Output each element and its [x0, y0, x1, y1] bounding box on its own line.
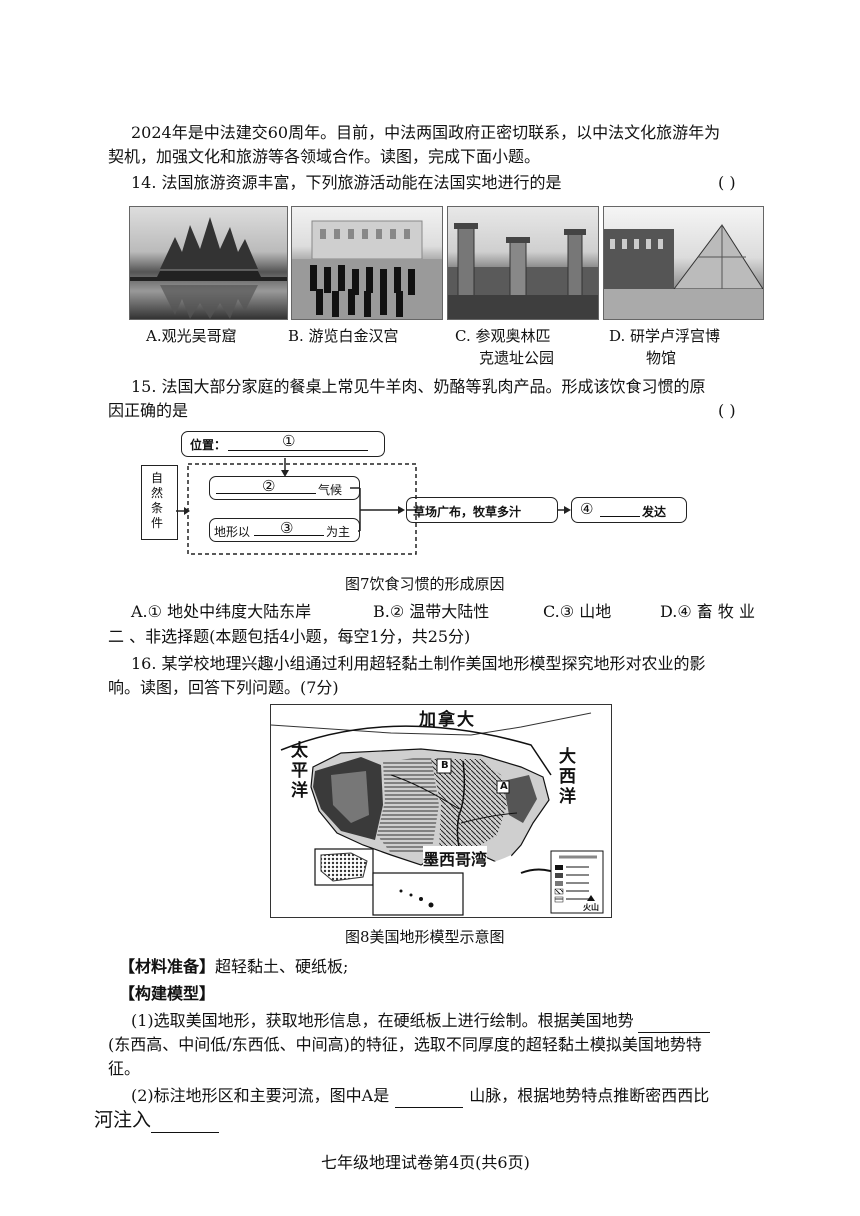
terrain-suffix: 为主: [326, 525, 351, 539]
buckingham-palace-photo: [291, 206, 443, 320]
q16-part2-text-a: (2)标注地形区和主要河流，图中A是: [131, 1086, 390, 1105]
intro-line-1: 2024年是中法建交60周年。目前，中法两国政府正密切联系，以中法文化旅游年为: [131, 123, 721, 142]
materials-tag: 【材料准备】: [119, 957, 216, 976]
grassland-text: 草场广布，牧草多汁: [413, 505, 522, 519]
q15-option-b: B.② 温带大陆性: [373, 602, 490, 621]
pacific-char-2: 平: [291, 761, 308, 781]
q16-part2-text-b: 山脉，根据地势特点推断密西西比: [469, 1086, 710, 1105]
q16-part1-line1: (1)选取美国地形，获取地形信息，在硬纸板上进行绘制。根据美国地势: [131, 1010, 710, 1033]
natural-conditions-label: 自然条件: [151, 471, 164, 530]
map-label-atlantic: 大 西 洋: [559, 747, 576, 807]
atlantic-char-1: 大: [559, 747, 576, 767]
developed-marker-4: ④: [580, 500, 594, 518]
climate-blank: [216, 493, 316, 494]
pacific-char-3: 洋: [291, 781, 308, 801]
figure8-caption: 图8美国地形模型示意图: [345, 928, 505, 946]
page-footer: 七年级地理试卷第4页(共6页): [321, 1153, 530, 1172]
q15-option-c: C.③ 山地: [543, 602, 612, 621]
q14-option-c-line2: 克遗址公园: [479, 349, 555, 367]
developed-blank: [600, 516, 640, 517]
terrain-blank: [254, 535, 324, 536]
q16-blank-3[interactable]: [151, 1108, 220, 1133]
q14-option-c-line1: C. 参观奥林匹: [455, 327, 551, 345]
q16-part1-text: (1)选取美国地形，获取地形信息，在硬纸板上进行绘制。根据美国地势: [131, 1011, 634, 1030]
q16-stem-line2: 响。读图，回答下列问题。(7分): [108, 678, 339, 697]
position-label: 位置：: [190, 438, 227, 452]
q14-option-b: B. 游览白金汉宫: [288, 327, 399, 345]
build-tag: 【构建模型】: [119, 984, 216, 1003]
map-label-gulf: 墨西哥湾: [423, 846, 488, 870]
q16-part2-line2: 河注入: [94, 1108, 220, 1133]
q15-stem-line2: 因正确的是: [108, 401, 189, 420]
q15-option-a: A.① 地处中纬度大陆东岸: [131, 602, 312, 621]
map-legend-volcano: 火山: [583, 903, 599, 912]
q16-blank-1[interactable]: [637, 1010, 710, 1033]
intro-line-2: 契机，加强文化和旅游等各领域合作。读图，完成下面小题。: [108, 147, 541, 166]
climate-box: ② 气候: [209, 476, 360, 500]
angkor-wat-illustration: [130, 217, 287, 319]
q15-stem-line1: 15. 法国大部分家庭的餐桌上常见牛羊肉、奶酪等乳肉产品。形成该饮食习惯的原: [131, 377, 706, 396]
grassland-box: 草场广布，牧草多汁: [406, 497, 558, 523]
q14-option-d-line2: 物馆: [646, 349, 677, 367]
terrain-prefix: 地形以: [214, 525, 251, 539]
position-box: 位置： ①: [181, 431, 385, 457]
q14-answer-bracket: ( ): [718, 173, 736, 192]
olympia-ruins-illustration: [448, 223, 598, 319]
atlantic-char-2: 西: [559, 767, 576, 787]
louvre-photo: [603, 206, 764, 320]
map-label-b: B: [441, 760, 449, 771]
climate-marker-2: ②: [262, 477, 276, 495]
atlantic-char-3: 洋: [559, 787, 576, 807]
olympia-ruins-photo: [447, 206, 599, 320]
map-label-pacific: 太 平 洋: [291, 741, 308, 801]
developed-box: ④ 发达: [571, 497, 687, 523]
map-label-canada: 加拿大: [419, 710, 476, 730]
q16-part2-line1: (2)标注地形区和主要河流，图中A是 山脉，根据地势特点推断密西西比: [131, 1085, 709, 1108]
map-label-a: A: [500, 781, 508, 792]
us-terrain-map: 加拿大 太 平 洋 大 西 洋 B A 墨西哥湾 火山: [270, 704, 612, 918]
q14-stem: 14. 法国旅游资源丰富，下列旅游活动能在法国实地进行的是: [131, 173, 562, 192]
position-blank: [228, 450, 368, 451]
q15-option-d: D.④ 畜 牧 业: [660, 602, 755, 621]
position-marker-1: ①: [282, 432, 296, 450]
q16-blank-2[interactable]: [395, 1085, 464, 1108]
q15-answer-bracket: ( ): [718, 401, 736, 420]
materials-text: 超轻黏土、硬纸板;: [215, 957, 349, 976]
q14-option-a: A.观光吴哥窟: [146, 327, 237, 345]
buckingham-palace-illustration: [292, 220, 442, 319]
q16-stem-line1: 16. 某学校地理兴趣小组通过利用超轻黏土制作美国地形模型探究地形对农业的影: [131, 654, 706, 673]
developed-text: 发达: [642, 505, 667, 519]
q16-part1-line2: (东西高、中间低/东西低、中间高)的特征，选取不同厚度的超轻黏土模拟美国地势特: [108, 1035, 702, 1054]
pacific-char-1: 太: [291, 741, 308, 761]
us-map-illustration: [271, 712, 604, 916]
climate-suffix: 气候: [318, 483, 343, 497]
diagram-connectors: [176, 458, 571, 555]
q14-option-d-line1: D. 研学卢浮宫博: [609, 327, 721, 345]
section2-heading: 二 、非选择题(本题包括4小题，每空1分，共25分): [108, 627, 471, 646]
angkor-wat-photo: [129, 206, 288, 320]
louvre-illustration: [604, 224, 763, 319]
terrain-box: 地形以 ③ 为主: [209, 518, 360, 542]
materials-line: 【材料准备】超轻黏土、硬纸板;: [119, 956, 348, 978]
terrain-marker-3: ③: [280, 519, 294, 537]
figure7-caption: 图7饮食习惯的形成原因: [345, 575, 505, 593]
q16-part2-text-c: 河注入: [94, 1109, 152, 1131]
natural-conditions-box: 自然条件: [141, 465, 178, 540]
q16-part1-line3: 征。: [108, 1059, 141, 1078]
